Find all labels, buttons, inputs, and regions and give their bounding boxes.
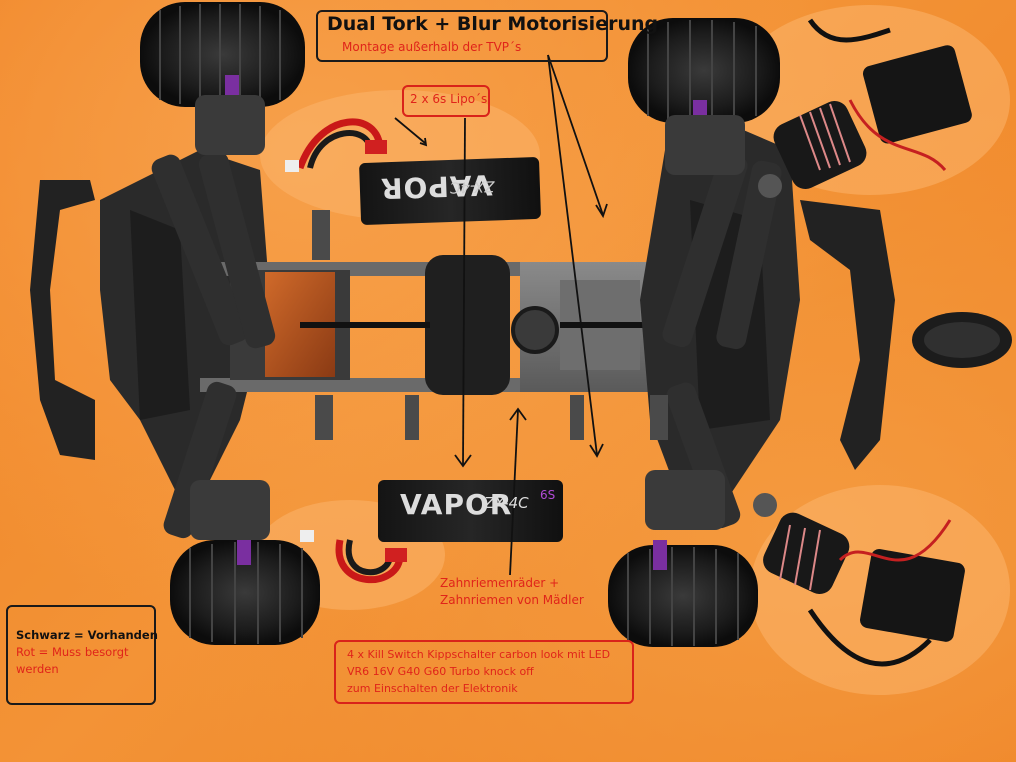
annotation-arrows: [394, 54, 608, 576]
legend-red-line2: werden: [16, 662, 59, 676]
motor-subtitle: Montage außerhalb der TVP´s: [342, 40, 522, 54]
legend-black: Schwarz = Vorhanden: [16, 628, 158, 642]
wheel-rear-left: [170, 535, 320, 645]
battery-top: [285, 118, 541, 225]
battery-bottom-brand: VAPOR: [400, 488, 513, 521]
wheel-front-left: [140, 2, 305, 107]
legend-box: [6, 605, 156, 705]
motor-esc-top: [758, 18, 972, 198]
switch-line1: 4 x Kill Switch Kippschalter carbon look…: [347, 648, 611, 661]
motor-esc-bottom: [753, 493, 965, 667]
motor-annotation-box: [316, 10, 608, 62]
lipo-label: 2 x 6s Lipo´s: [410, 92, 488, 106]
wheel-rear-right: [608, 540, 758, 647]
battery-bottom-spec: ZX-4C: [484, 494, 529, 512]
battery-bottom-cell: 6S: [540, 488, 556, 502]
belt-label-line1: Zahnriemenräder +: [440, 576, 560, 590]
battery-top-spec: ZX-4C: [449, 177, 495, 197]
belt-label-line2: Zahnriemen von Mädler: [440, 593, 584, 607]
battery-bottom: [300, 480, 563, 584]
legend-red-line1: Rot = Muss besorgt: [16, 645, 129, 659]
chassis-frame: [30, 95, 1012, 540]
switch-line3: zum Einschalten der Elektronik: [347, 682, 518, 695]
switch-annotation-box: [334, 640, 634, 704]
switch-line2: VR6 16V G40 G60 Turbo knock off: [347, 665, 534, 678]
motor-title: Dual Tork + Blur Motorisierung: [327, 13, 659, 35]
lipo-annotation-box: [402, 85, 490, 117]
